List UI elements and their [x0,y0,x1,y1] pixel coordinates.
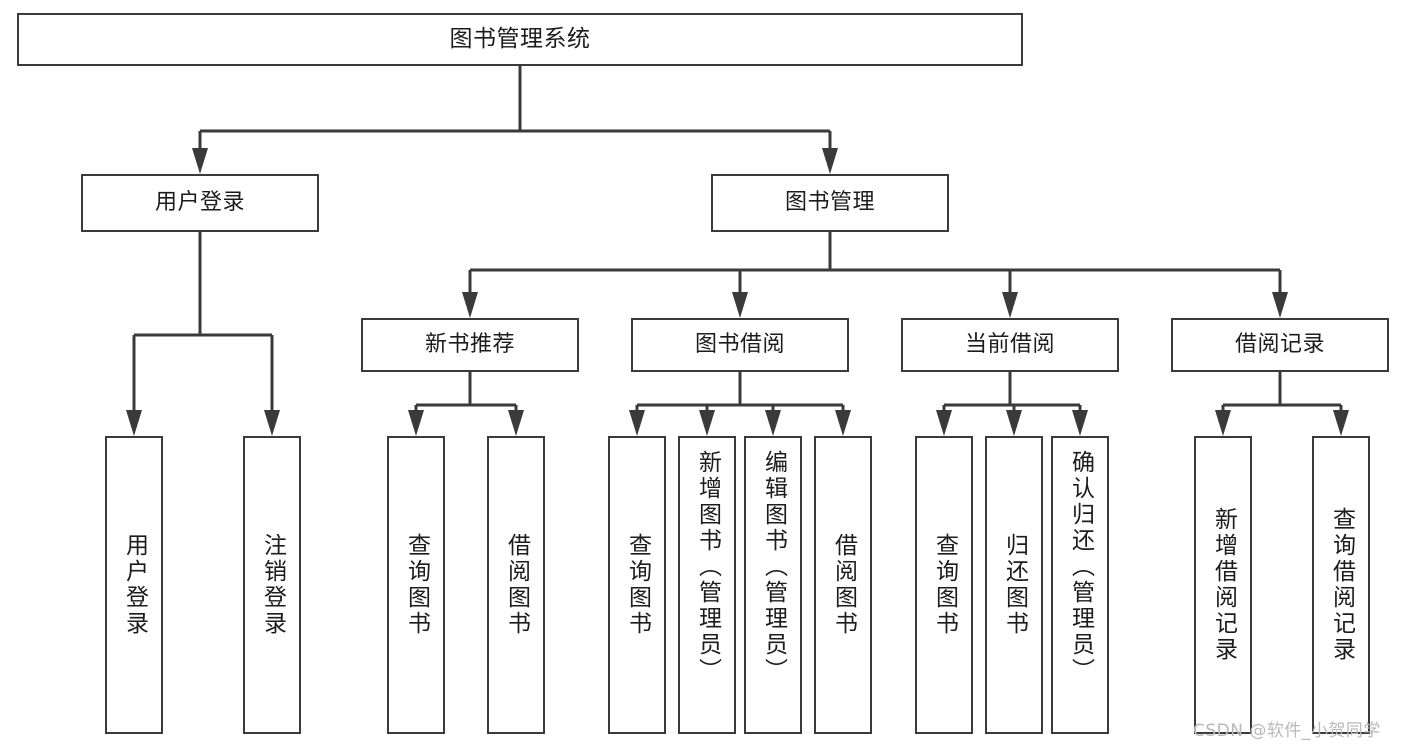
arrowhead-leaf-borrow-book-1 [508,410,524,436]
arrowhead-book-borrow [732,292,748,318]
node-label: 借阅图书 [503,533,530,637]
node-user-login[interactable]: 用户登录 [81,174,319,232]
node-leaf-query-book-1[interactable]: 查询图书 [387,436,445,734]
arrowhead-leaf-add-record [1215,410,1231,436]
node-leaf-edit-book[interactable]: 编辑图书（管理员） [744,436,802,734]
node-leaf-borrow-book-2[interactable]: 借阅图书 [814,436,872,734]
arrowhead-user-login [192,148,208,174]
node-leaf-add-record[interactable]: 新增借阅记录 [1194,436,1252,734]
arrowhead-leaf-edit-book [765,410,781,436]
node-book-manage[interactable]: 图书管理 [711,174,949,232]
arrowhead-leaf-query-book-1 [408,410,424,436]
arrowhead-book-manage [822,148,838,174]
node-leaf-query-book-2[interactable]: 查询图书 [608,436,666,734]
arrowhead-leaf-logout [264,410,280,436]
node-label: 当前借阅 [964,332,1055,358]
node-label: 注销登录 [259,533,286,637]
node-label: 新增图书（管理员） [694,450,721,684]
csdn-watermark: CSDN @软件_小贺同学 [1193,721,1381,741]
node-label: 新书推荐 [424,332,515,358]
node-label: 新增借阅记录 [1210,507,1237,663]
arrowhead-leaf-add-book [699,410,715,436]
node-leaf-confirm-return[interactable]: 确认归还（管理员） [1051,436,1109,734]
node-label: 用户登录 [121,533,148,637]
node-label: 编辑图书（管理员） [760,450,787,684]
node-label: 图书管理系统 [449,26,591,53]
arrowhead-leaf-user-login [126,410,142,436]
arrowhead-leaf-query-book-3 [936,410,952,436]
node-leaf-query-book-3[interactable]: 查询图书 [915,436,973,734]
arrowhead-leaf-borrow-book-2 [835,410,851,436]
node-new-book-rec[interactable]: 新书推荐 [361,318,579,372]
node-label: 查询图书 [624,533,651,637]
arrowhead-current-borrow [1002,292,1018,318]
arrowhead-borrow-record [1272,292,1288,318]
node-label: 查询图书 [403,533,430,637]
node-label: 查询图书 [931,533,958,637]
node-leaf-add-book[interactable]: 新增图书（管理员） [678,436,736,734]
node-label: 图书管理 [784,190,875,216]
node-label: 归还图书 [1001,533,1028,637]
node-borrow-record[interactable]: 借阅记录 [1171,318,1389,372]
node-label: 借阅记录 [1234,332,1325,358]
node-book-borrow[interactable]: 图书借阅 [631,318,849,372]
node-root[interactable]: 图书管理系统 [17,13,1023,66]
node-label: 图书借阅 [694,332,785,358]
node-leaf-borrow-book-1[interactable]: 借阅图书 [487,436,545,734]
node-leaf-return-book[interactable]: 归还图书 [985,436,1043,734]
arrowhead-leaf-query-record [1333,410,1349,436]
node-label: 查询借阅记录 [1328,507,1355,663]
node-label: 用户登录 [154,190,245,216]
node-leaf-logout[interactable]: 注销登录 [243,436,301,734]
node-current-borrow[interactable]: 当前借阅 [901,318,1119,372]
node-leaf-query-record[interactable]: 查询借阅记录 [1312,436,1370,734]
node-label: 确认归还（管理员） [1067,450,1094,684]
arrowhead-leaf-query-book-2 [629,410,645,436]
arrowhead-new-book-rec [462,292,478,318]
node-leaf-user-login[interactable]: 用户登录 [105,436,163,734]
node-label: 借阅图书 [830,533,857,637]
arrowhead-leaf-return-book [1006,410,1022,436]
arrowhead-leaf-confirm-return [1072,410,1088,436]
